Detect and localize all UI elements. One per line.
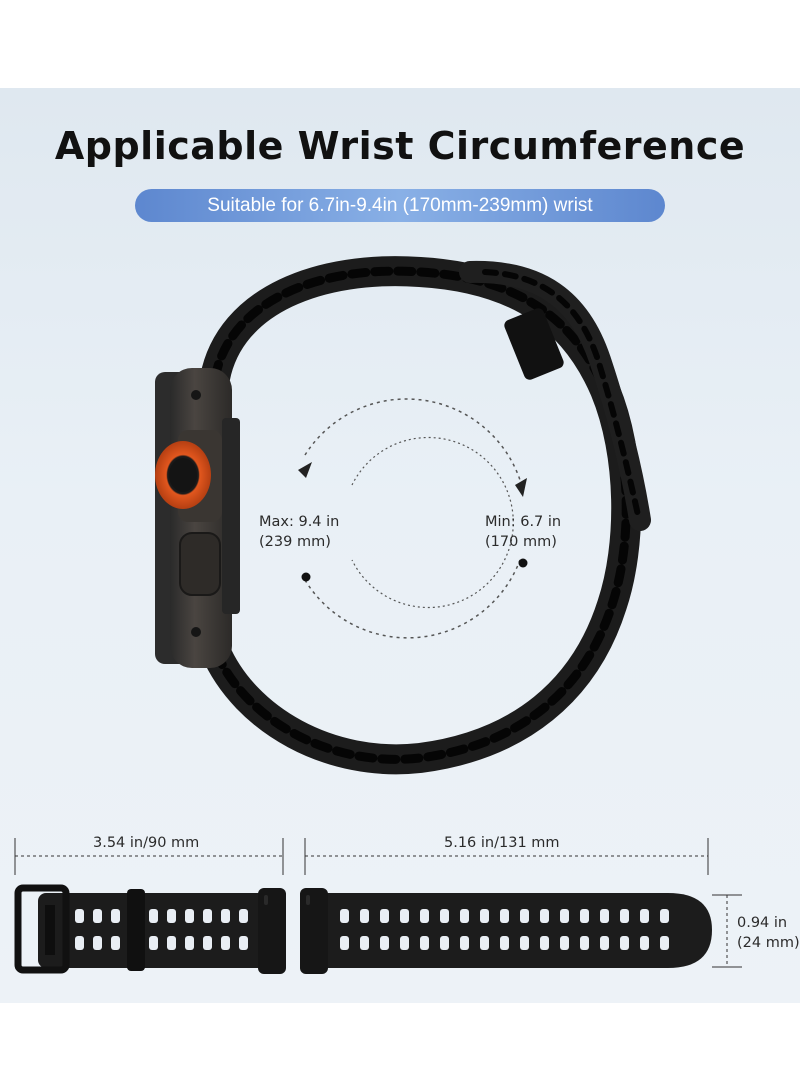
watch-case xyxy=(155,368,240,668)
arrow-head-icon xyxy=(515,478,527,497)
short-strap-length: 3.54 in/90 mm xyxy=(93,835,200,851)
min-circumference-metric: (170 mm) xyxy=(485,534,557,550)
max-circumference-label: Max: 9.4 in (239 mm) xyxy=(259,512,339,552)
strap-width-metric: (24 mm) xyxy=(737,935,800,951)
arrow-tail-dot xyxy=(301,572,311,582)
page-title: Applicable Wrist Circumference xyxy=(54,124,746,168)
arrow-head-icon xyxy=(298,462,312,478)
min-circumference-label: Min: 6.7 in (170 mm) xyxy=(485,512,561,552)
min-circumference-value: Min: 6.7 in xyxy=(485,514,562,530)
product-background xyxy=(0,88,800,1003)
band-loop xyxy=(200,256,651,775)
short-strap xyxy=(14,884,286,974)
dimension-lines xyxy=(14,838,742,968)
strap-width-label: 0.94 in (24 mm) xyxy=(737,913,800,953)
long-strap-length: 5.16 in/131 mm xyxy=(444,835,560,851)
strap-width-imperial: 0.94 in xyxy=(737,915,788,931)
arrow-tail-dot xyxy=(518,558,528,568)
keeper-loop xyxy=(504,308,564,380)
max-circumference-value: Max: 9.4 in xyxy=(259,514,340,530)
digital-crown-icon xyxy=(155,441,211,509)
strap-holes xyxy=(75,895,669,950)
long-strap xyxy=(300,888,712,974)
max-circumference-metric: (239 mm) xyxy=(259,534,331,550)
circumference-arrows xyxy=(304,398,521,639)
wrist-size-banner: Suitable for 6.7in-9.4in (170mm-239mm) w… xyxy=(135,189,665,222)
